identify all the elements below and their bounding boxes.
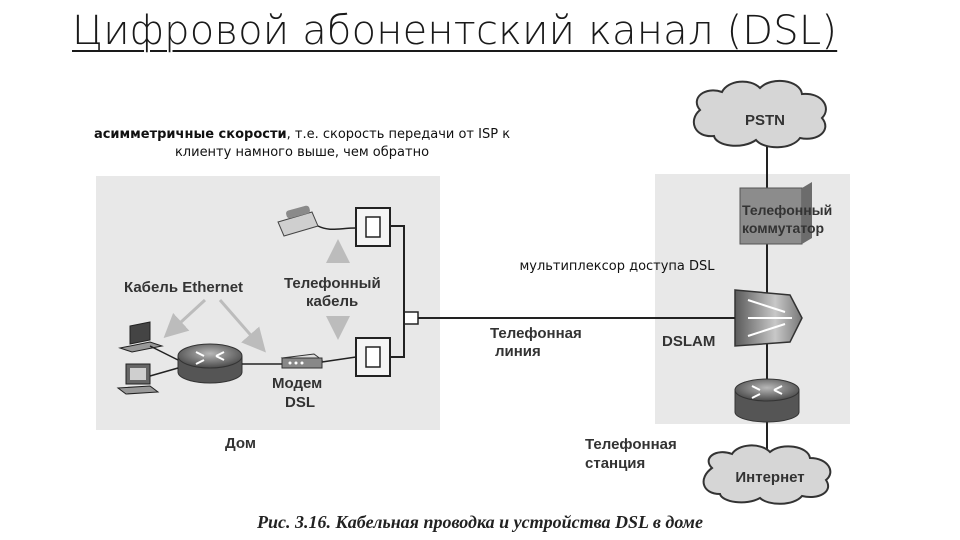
modem-label-line2: DSL	[285, 394, 315, 411]
wall-jack-top	[355, 207, 391, 247]
laptop-icon	[118, 321, 164, 353]
figure-caption: Рис. 3.16. Кабельная проводка и устройст…	[256, 512, 703, 532]
home-label: Дом	[225, 435, 256, 452]
pstn-cloud: PSTN	[692, 79, 827, 149]
dsl-modem-icon	[280, 353, 324, 369]
phone-switch: Телефонный коммутатор	[739, 182, 832, 245]
internet-label: Интернет	[735, 469, 804, 486]
phone-switch-label-line1: Телефонный	[742, 202, 832, 218]
phone-cable-label-line1: Телефонный	[284, 275, 381, 292]
asymmetric-speed-note-bold: асимметричные скорости	[93, 127, 287, 142]
station-label-line1: Телефонная	[585, 436, 677, 453]
ethernet-cable-label: Кабель Ethernet	[124, 279, 243, 296]
home-router-icon	[177, 343, 243, 384]
pstn-label: PSTN	[745, 112, 785, 129]
wall-jack-bottom	[355, 337, 391, 377]
dslam-label: DSLAM	[662, 333, 715, 350]
internet-cloud: Интернет	[702, 444, 832, 505]
phone-line-label-line2: линия	[495, 343, 541, 360]
station-router-icon	[734, 378, 800, 423]
asymmetric-speed-note-rest: , т.е. скорость передачи от ISP к клиент…	[174, 127, 511, 160]
phone-jack-splitter	[403, 311, 419, 325]
phone-line-label-line1: Телефонная	[490, 325, 582, 342]
telephone-icon	[277, 205, 357, 237]
station-label-line2: станция	[585, 455, 645, 472]
dslam-device: DSLAM	[662, 289, 803, 350]
phone-cable-label-line2: кабель	[306, 293, 358, 310]
page-title: Цифровой абонентский канал (DSL)	[72, 8, 838, 54]
modem-label-line1: Модем	[272, 375, 322, 392]
dslam-note: мультиплексор доступа DSL	[519, 259, 715, 274]
phone-switch-label-line2: коммутатор	[742, 220, 824, 236]
desktop-pc-icon	[116, 363, 160, 395]
asymmetric-speed-note: асимметричные скорости, т.е. скорость пе…	[72, 126, 532, 162]
